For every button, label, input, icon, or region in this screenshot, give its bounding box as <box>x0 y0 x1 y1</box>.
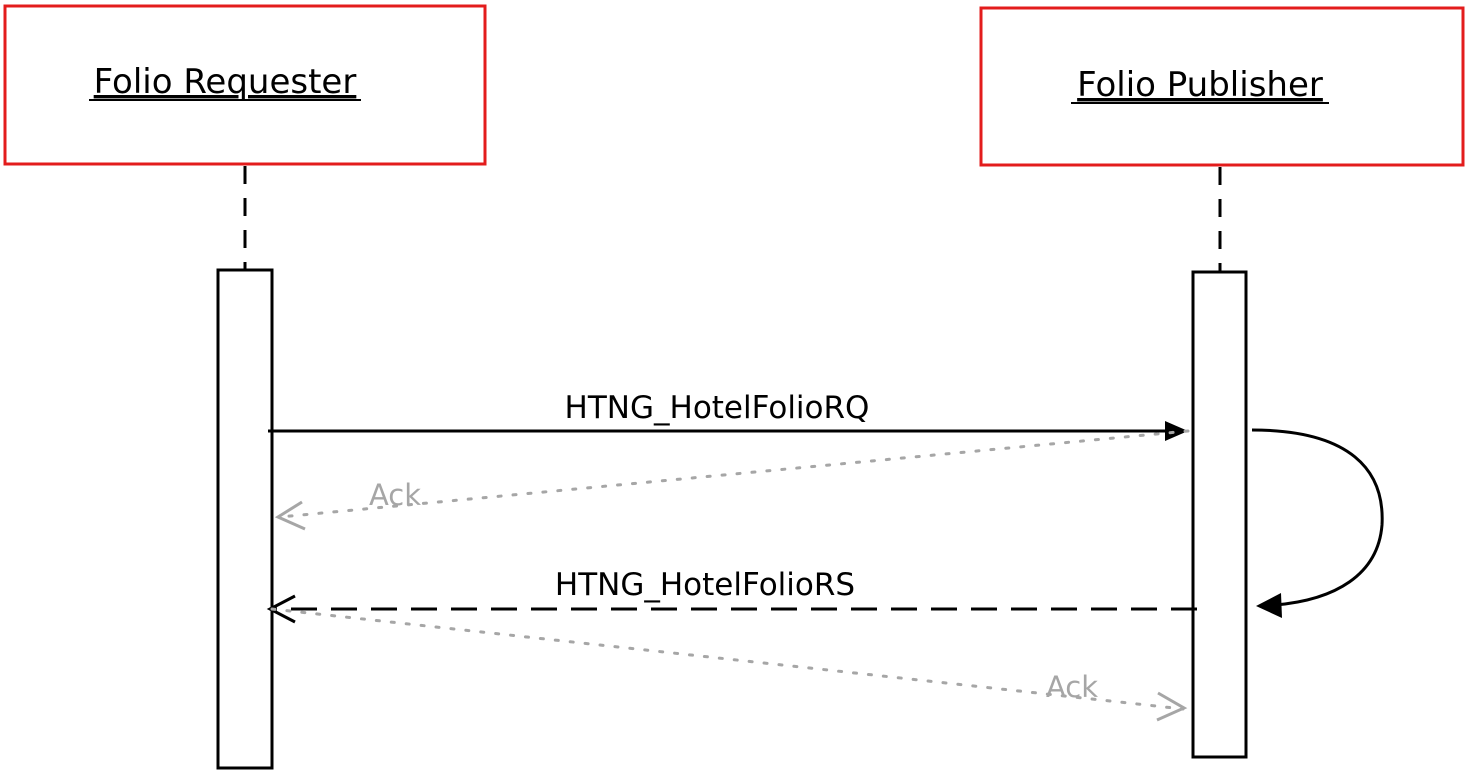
requester-activation-bar <box>216 268 274 770</box>
message-response-arrowhead <box>266 594 296 624</box>
message-ack-1-label: Ack <box>369 478 421 512</box>
message-ack-1-arrowhead <box>274 500 306 531</box>
message-ack-2-arrowhead <box>1156 691 1188 722</box>
participant-publisher-box <box>979 6 1465 167</box>
participant-requester-label: Folio Requester <box>94 62 357 102</box>
message-request-arrowhead <box>1165 421 1188 441</box>
participant-publisher-label: Folio Publisher <box>1077 65 1323 105</box>
message-ack-1: Ack <box>274 429 1190 531</box>
message-ack-2-line <box>270 607 1185 711</box>
message-response-label: HTNG_HotelFolioRS <box>555 567 855 603</box>
self-call-loop <box>1251 428 1384 618</box>
participant-publisher: Folio Publisher <box>979 6 1465 167</box>
self-call-curve <box>1251 428 1384 607</box>
self-call-arrowhead <box>1256 593 1282 618</box>
publisher-activation-bar <box>1191 270 1248 759</box>
message-request: HTNG_HotelFolioRQ <box>268 390 1188 441</box>
message-response: HTNG_HotelFolioRS <box>266 567 1197 624</box>
participant-requester-box <box>3 4 487 166</box>
message-ack-2: Ack <box>270 607 1188 722</box>
message-ack-2-label: Ack <box>1046 670 1098 704</box>
message-request-label: HTNG_HotelFolioRQ <box>565 390 870 426</box>
message-ack-1-line <box>278 429 1190 519</box>
participant-requester: Folio Requester <box>3 4 487 166</box>
